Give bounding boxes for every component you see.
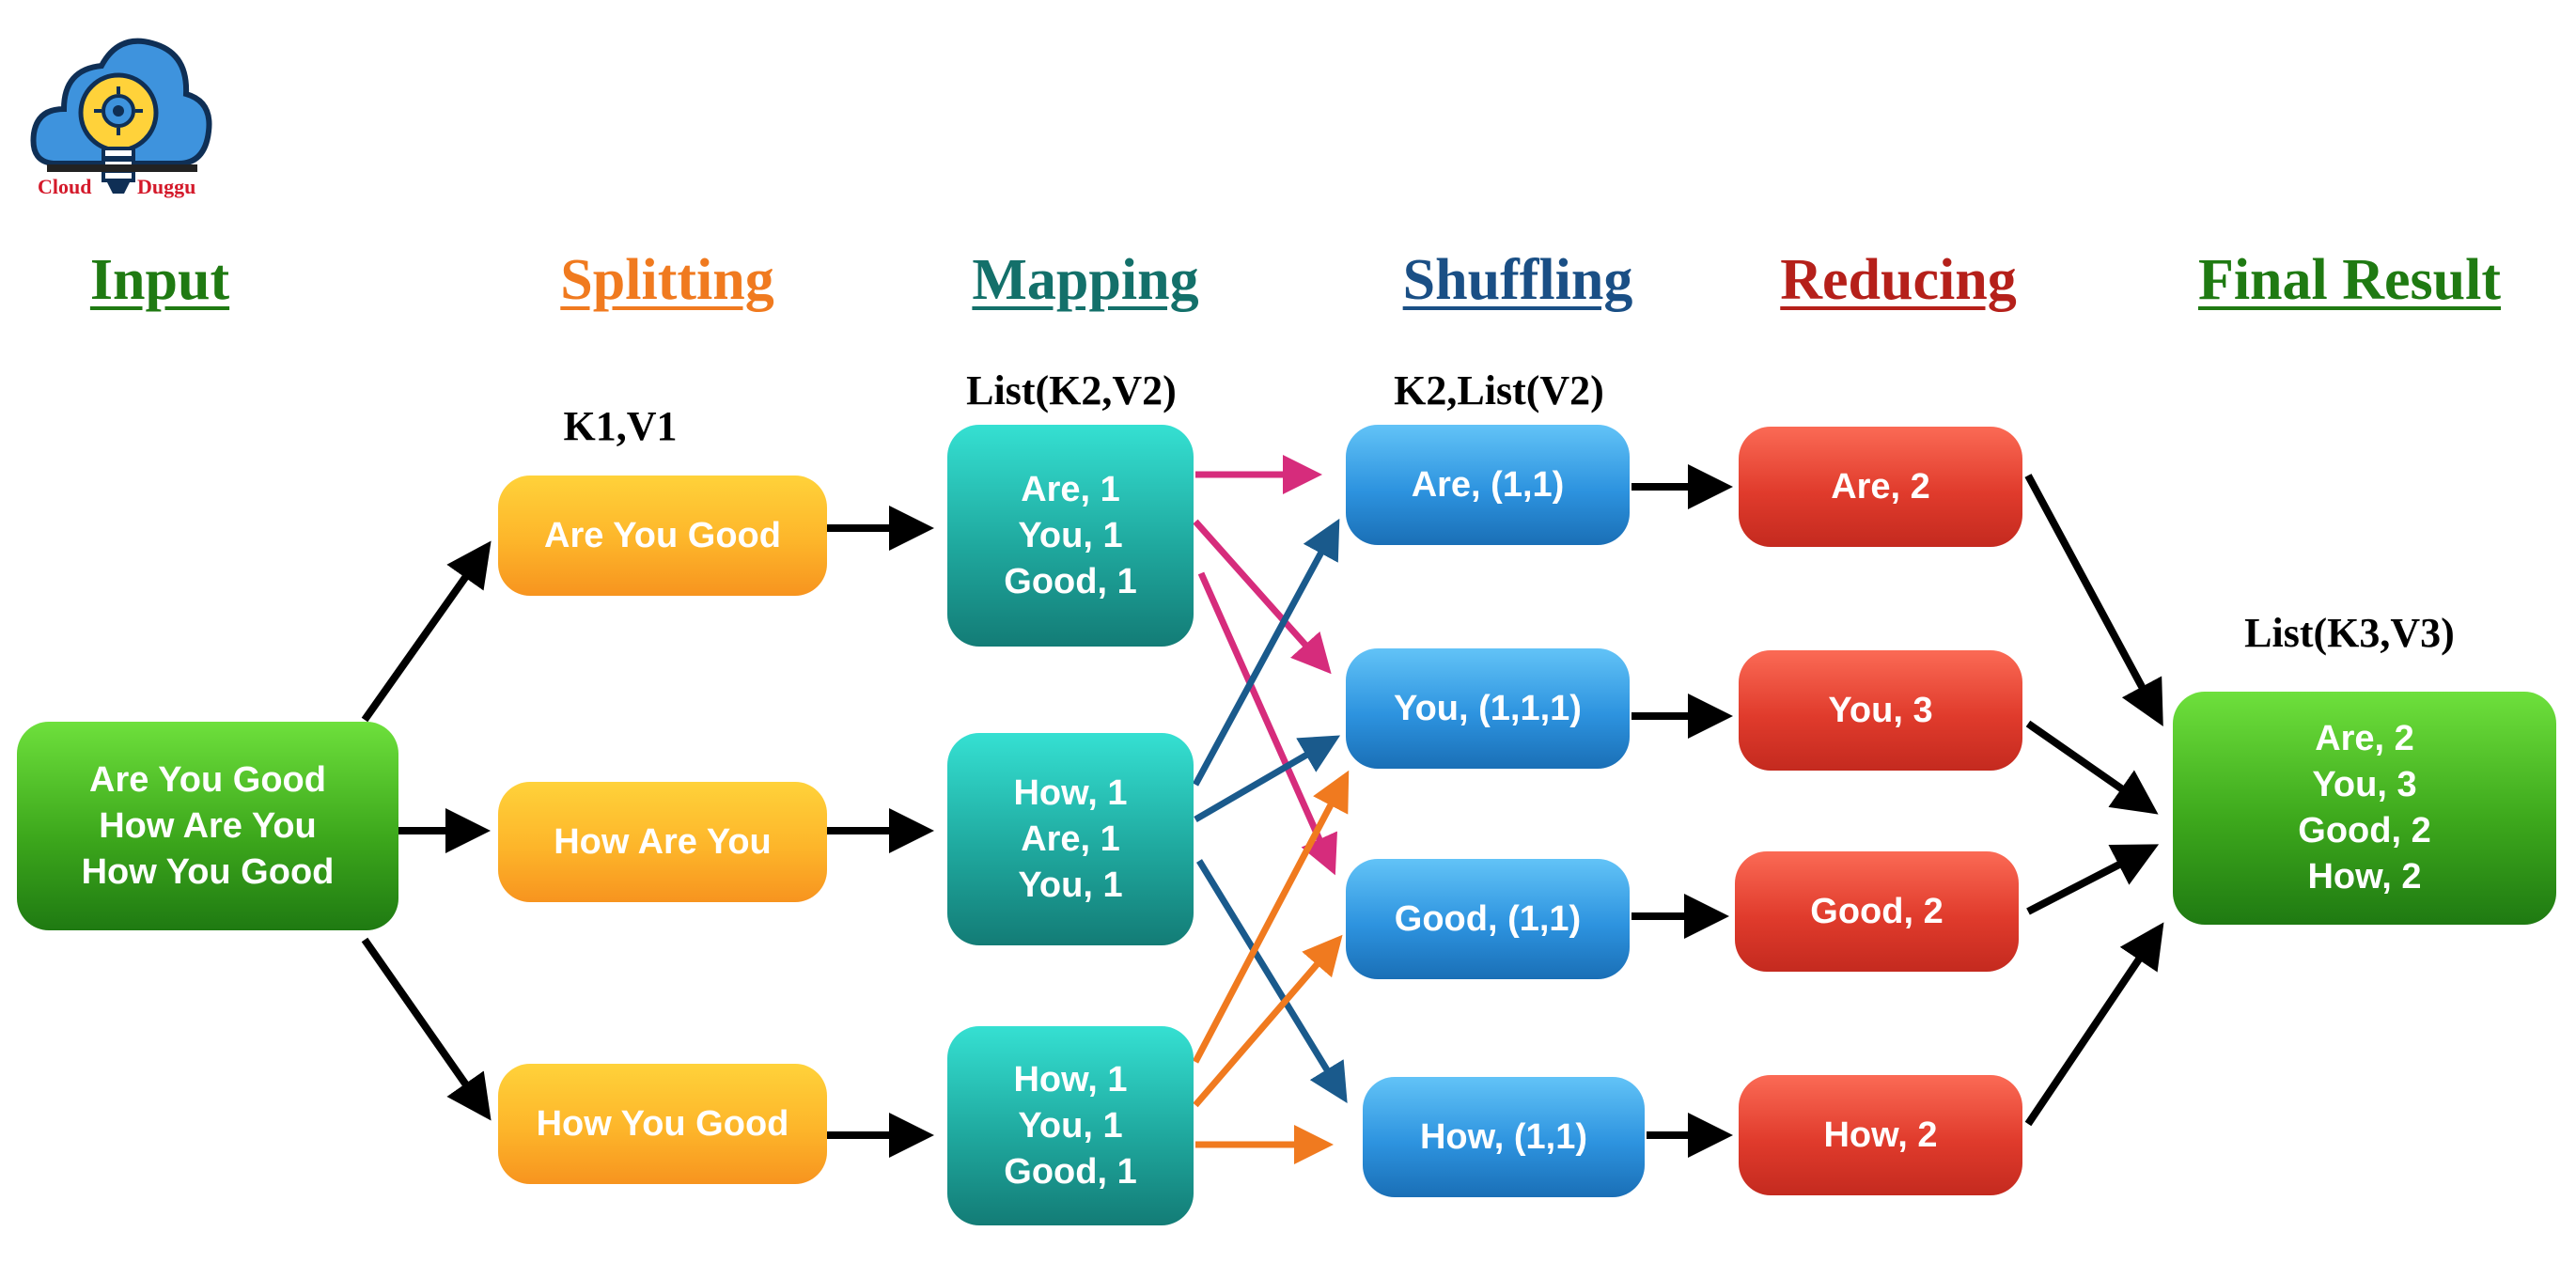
logo-word-left: Cloud [38,175,92,198]
reduce-text: How, 2 [1823,1115,1938,1155]
shuffle-box-good: Good, (1,1) [1346,859,1630,979]
logo-word-right: Duggu [137,175,196,198]
heading-final-result: Final Result [2197,248,2502,312]
sublabel-k1-v1: K1,V1 [563,403,678,449]
final-line: How, 2 [2307,857,2422,897]
split-box-3: How You Good [498,1064,827,1184]
arrow-map-2-to-shuffle-are [1192,518,1340,787]
heading-mapping: Mapping [972,248,1199,312]
map-line: You, 1 [1018,865,1123,905]
split-box-1: Are You Good [498,476,827,596]
split-box-2: How Are You [498,782,827,902]
shuffle-text: How, (1,1) [1419,1116,1588,1157]
shuffle-text: You, (1,1,1) [1394,688,1582,728]
map-box-1: Are, 1 You, 1 Good, 1 [947,425,1194,647]
heading-reducing: Reducing [1780,248,2017,312]
map-line: You, 1 [1018,515,1123,555]
shuffle-text: Good, (1,1) [1394,898,1582,939]
arrow-map-2-to-shuffle-you [1194,735,1341,823]
final-line: Good, 2 [2298,811,2431,850]
split-text: How Are You [554,821,772,862]
final-line: You, 3 [2312,765,2417,804]
input-line: How You Good [81,851,335,892]
arrow-reduce-how-to-final [2024,922,2164,1127]
input-line: How Are You [99,805,317,846]
reduce-text: Are, 2 [1831,466,1930,507]
arrow-reduce-good-to-final [2026,844,2160,915]
shuffle-box-how: How, (1,1) [1363,1077,1645,1197]
heading-shuffling: Shuffling [1402,248,1633,312]
arrow-reduce-are-to-final [2024,474,2163,727]
reduce-box-good: Good, 2 [1735,851,2019,972]
reduce-text: You, 3 [1828,690,1933,730]
shuffle-text: Are, (1,1) [1411,464,1565,505]
map-line: Are, 1 [1021,469,1120,509]
map-line: You, 1 [1018,1105,1123,1146]
arrow-map-1-to-shuffle-you [1193,519,1332,675]
arrow-map-1-to-shuffle-good [1197,571,1337,876]
final-line: Are, 2 [2315,719,2414,758]
shuffle-box-are: Are, (1,1) [1346,425,1630,545]
split-text: Are You Good [544,515,781,555]
sublabel-list-k3-v3: List(K3,V3) [2244,610,2455,656]
arrow-map-3-to-shuffle-you [1192,770,1350,1064]
reduce-box-are: Are, 2 [1739,427,2022,547]
map-line: Good, 1 [1004,1151,1137,1192]
sublabel-k2-list-v2: K2,List(V2) [1394,367,1604,413]
map-line: How, 1 [1013,772,1128,813]
input-line: Are You Good [89,759,326,800]
arrow-map-3-to-shuffle-good [1193,934,1343,1108]
sublabel-list-k2-v2: List(K2,V2) [966,367,1177,413]
arrow-map-2-to-shuffle-how [1196,859,1348,1103]
map-line: Good, 1 [1004,561,1137,601]
map-line: Are, 1 [1021,819,1120,859]
map-box-3: How, 1 You, 1 Good, 1 [947,1026,1194,1225]
arrow-reduce-you-to-final [2025,720,2159,815]
input-box: Are You Good How Are You How You Good [17,722,398,930]
final-result-box: Are, 2 You, 3 Good, 2 How, 2 [2173,692,2556,925]
map-line: How, 1 [1013,1059,1128,1099]
reduce-text: Good, 2 [1810,891,1944,931]
arrow-input-to-split-3 [361,937,492,1121]
shuffle-box-you: You, (1,1,1) [1346,648,1630,769]
split-text: How You Good [536,1103,789,1144]
reduce-box-you: You, 3 [1739,650,2022,771]
arrow-input-to-split-1 [361,540,492,723]
map-box-2: How, 1 Are, 1 You, 1 [947,733,1194,945]
cloudduggu-logo-icon [30,38,212,194]
heading-splitting: Splitting [560,248,774,312]
reduce-box-how: How, 2 [1739,1075,2022,1195]
heading-input: Input [89,248,230,312]
